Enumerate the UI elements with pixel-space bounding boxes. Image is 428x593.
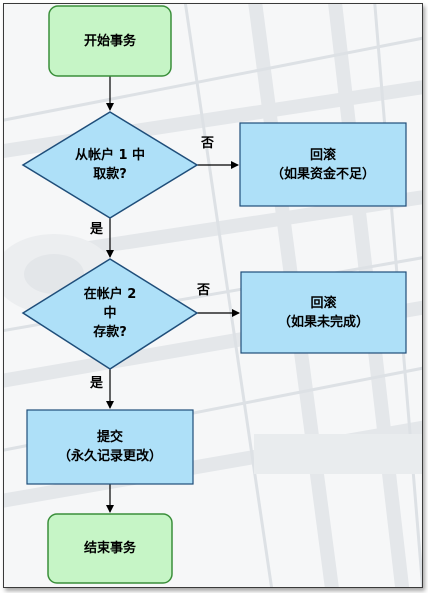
decision2-no-label: 否 (197, 283, 211, 298)
rollback2-text-line2: （如果未完成） (277, 314, 369, 330)
commit-text-line2: （永久记录更改） (57, 449, 162, 464)
commit-text-line1: 提交 (96, 430, 123, 445)
commit-box (26, 409, 194, 485)
decision1-text-line1: 从帐户 1 中 (74, 148, 146, 163)
decision1-label: 从帐户 1 中 取款? (44, 135, 176, 195)
decision1-no-label: 否 (201, 136, 215, 151)
end-node-shape (47, 513, 173, 584)
end-node-text: 结束事务 (83, 541, 136, 556)
decision2-text-line1: 在帐户 2 (83, 286, 137, 302)
start-node-shape (48, 5, 172, 77)
decision2-yes-label: 是 (90, 376, 104, 391)
rollback1-box (239, 122, 407, 207)
rollback1-label: 回滚 （如果资金不足） (240, 123, 406, 206)
end-node-label: 结束事务 (48, 514, 172, 583)
start-node-label: 开始事务 (49, 6, 171, 76)
flowchart-frame: 开始事务 从帐户 1 中 取款? 回滚 （如果资金不足） 在帐户 2 中 存款?… (3, 3, 423, 588)
rollback2-label: 回滚 （如果未完成） (241, 272, 406, 353)
rollback1-text-line1: 回滚 (309, 147, 336, 163)
rollback2-text-line1: 回滚 (310, 295, 337, 311)
decision2-text-line3: 存款? (93, 324, 127, 340)
flowchart-canvas (21, 5, 407, 584)
rollback1-text-line2: （如果资金不足） (270, 166, 375, 182)
start-node-text: 开始事务 (83, 33, 136, 49)
decision1-diamond (21, 111, 199, 219)
decision2-text-line2: 中 (103, 305, 117, 321)
decision1-yes-label: 是 (90, 222, 104, 237)
decision2-label: 在帐户 2 中 存款? (44, 280, 176, 346)
commit-label: 提交 （永久记录更改） (27, 410, 193, 484)
rollback2-box (240, 271, 407, 354)
decision2-diamond (21, 258, 199, 370)
decision1-text-line2: 取款? (93, 167, 127, 182)
